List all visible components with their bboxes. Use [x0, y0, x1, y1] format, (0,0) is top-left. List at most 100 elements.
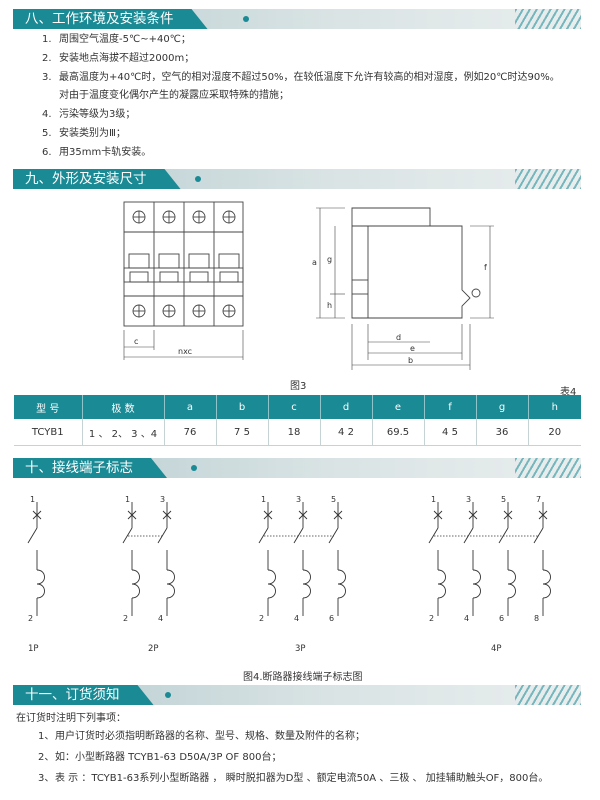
terminal-number: 1	[431, 495, 437, 504]
table-header-cell: h	[528, 395, 581, 419]
list-item-number	[42, 87, 59, 106]
table-cell: 7 5	[216, 419, 269, 446]
list-item-text: 如：小型断路器 TCYB1-63 D50A/3P OF 800台；	[55, 752, 282, 763]
pole-label: 2P	[148, 644, 159, 654]
list-item-number: 3、	[38, 773, 55, 784]
dim-label-nxc: nxc	[178, 347, 192, 356]
list-item-text: 用户订货时必须指明断路器的名称、型号、规格、数量及附件的名称；	[55, 731, 365, 742]
terminal-number: 7	[536, 495, 542, 504]
environment-list: 1.周围空气温度-5℃~+40℃； 2. 安装地点海拔不超过2000m； 3. 最高温度…	[42, 31, 592, 163]
table-cell: 20	[528, 419, 581, 446]
table-header-cell: e	[372, 395, 425, 419]
figure-4-caption: 图4.断路器接线端子标志图	[243, 672, 363, 683]
table-cell: 18	[268, 419, 321, 446]
terminal-number: 2	[259, 614, 265, 623]
list-item-text: 周围空气温度-5℃~+40℃；	[59, 34, 191, 45]
dim-label-e: e	[410, 344, 415, 353]
list-item: 6.用35mm卡轨安装。	[42, 144, 592, 163]
order-list: 1、用户订货时必须指明断路器的名称、型号、规格、数量及附件的名称；2、如：小型断…	[38, 726, 593, 789]
list-item: 3、表 示 ：TCYB1-63系列小型断路器 ， 瞬时脱扣器为D型 、额定电流5…	[38, 768, 593, 789]
header-dot	[243, 16, 249, 22]
pole-diagram-2P	[122, 502, 175, 616]
list-item-text: 表 示 ：TCYB1-63系列小型断路器 ， 瞬时脱扣器为D型 、额定电流50A…	[55, 773, 549, 784]
dimension-drawing: c nxc a g h f d e b	[123, 201, 494, 370]
header-dot	[165, 692, 171, 698]
list-item: 1.周围空气温度-5℃~+40℃；	[42, 31, 592, 50]
terminal-number: 8	[534, 614, 540, 623]
table-header-cell: f	[424, 395, 477, 419]
list-item-number: 2、	[38, 752, 55, 763]
dim-label-a: a	[312, 258, 317, 267]
header-stripe	[515, 169, 581, 189]
front-view	[123, 201, 244, 360]
pole-label: 1P	[28, 644, 39, 654]
terminal-number: 4	[464, 614, 470, 623]
section-header-10: 十、接线端子标志	[13, 458, 581, 478]
dim-label-f: f	[484, 263, 487, 272]
table-header-cell: 极 数	[82, 395, 165, 419]
list-item: 1、用户订货时必须指明断路器的名称、型号、规格、数量及附件的名称；	[38, 726, 593, 747]
terminal-number: 1	[125, 495, 131, 504]
table-header-cell: d	[320, 395, 373, 419]
terminal-screw-icon	[132, 210, 236, 318]
side-view	[316, 207, 494, 370]
terminal-number: 4	[294, 614, 300, 623]
list-item-text: 污染等级为3级；	[59, 109, 136, 121]
section-header-11: 十一、订货须知	[13, 685, 581, 705]
table-header-cell: g	[476, 395, 529, 419]
table-cell: TCYB1	[14, 419, 83, 446]
terminal-number: 4	[158, 614, 164, 623]
section-header-9: 九、外形及安装尺寸	[13, 169, 581, 189]
table-header-cell: b	[216, 395, 269, 419]
terminal-number: 5	[331, 495, 337, 504]
terminal-number: 5	[501, 495, 507, 504]
table-cell: 76	[164, 419, 217, 446]
figure-3-caption: 图3	[290, 381, 307, 392]
pole-label: 3P	[295, 644, 306, 654]
table-header-cell: c	[268, 395, 321, 419]
terminal-number: 2	[123, 614, 129, 623]
order-intro: 在订货时注明下列事项：	[16, 713, 126, 724]
table-cell: 36	[476, 419, 529, 446]
list-item-text: 安装地点海拔不超过2000m；	[59, 52, 195, 64]
terminal-number: 2	[28, 614, 34, 623]
list-item-text: 安装类别为Ⅲ；	[59, 127, 126, 139]
table-cell: 69.5	[372, 419, 425, 446]
list-item: 2. 安装地点海拔不超过2000m；	[42, 50, 592, 69]
list-item: 5. 安装类别为Ⅲ；	[42, 125, 592, 144]
terminal-diagram	[27, 502, 551, 616]
list-item: 4.污染等级为3级；	[42, 106, 592, 125]
dim-label-g: g	[327, 255, 332, 264]
terminal-number: 6	[329, 614, 335, 623]
table-header-cell: a	[164, 395, 217, 419]
list-item-text: 对由于温度变化偶尔产生的凝露应采取特殊的措施；	[59, 90, 289, 102]
terminal-number: 3	[466, 495, 472, 504]
terminal-number: 3	[296, 495, 302, 504]
pole-diagram-4P	[428, 502, 551, 616]
table-header-cell: 型 号	[14, 395, 83, 419]
pole-diagram-3P	[258, 502, 346, 616]
table-4-caption: 表4	[560, 387, 577, 398]
pole-label: 4P	[491, 644, 502, 654]
section-title-9: 九、外形及安装尺寸	[13, 169, 181, 189]
table-cell: 4 2	[320, 419, 373, 446]
list-item-text: 最高温度为+40℃时，空气的相对湿度不超过50%，在较低温度下允许有较高的相对湿…	[59, 71, 560, 83]
header-stripe	[515, 458, 581, 478]
terminal-number: 2	[429, 614, 435, 623]
list-item-number: 2.	[42, 52, 52, 64]
table-cell: 4 5	[424, 419, 477, 446]
list-item-number: 3.	[42, 71, 52, 83]
list-item-number: 5.	[42, 127, 52, 139]
dim-label-h: h	[327, 301, 332, 310]
dim-label-d: d	[396, 333, 401, 342]
list-item: 对由于温度变化偶尔产生的凝露应采取特殊的措施；	[42, 87, 592, 106]
list-item-number: 1、	[38, 731, 55, 742]
terminal-number: 1	[30, 495, 36, 504]
table-cell: 1 、 2、 3 、4	[82, 419, 165, 446]
list-item-number: 6.	[42, 146, 52, 158]
header-dot	[191, 465, 197, 471]
dim-label-c: c	[134, 337, 138, 346]
